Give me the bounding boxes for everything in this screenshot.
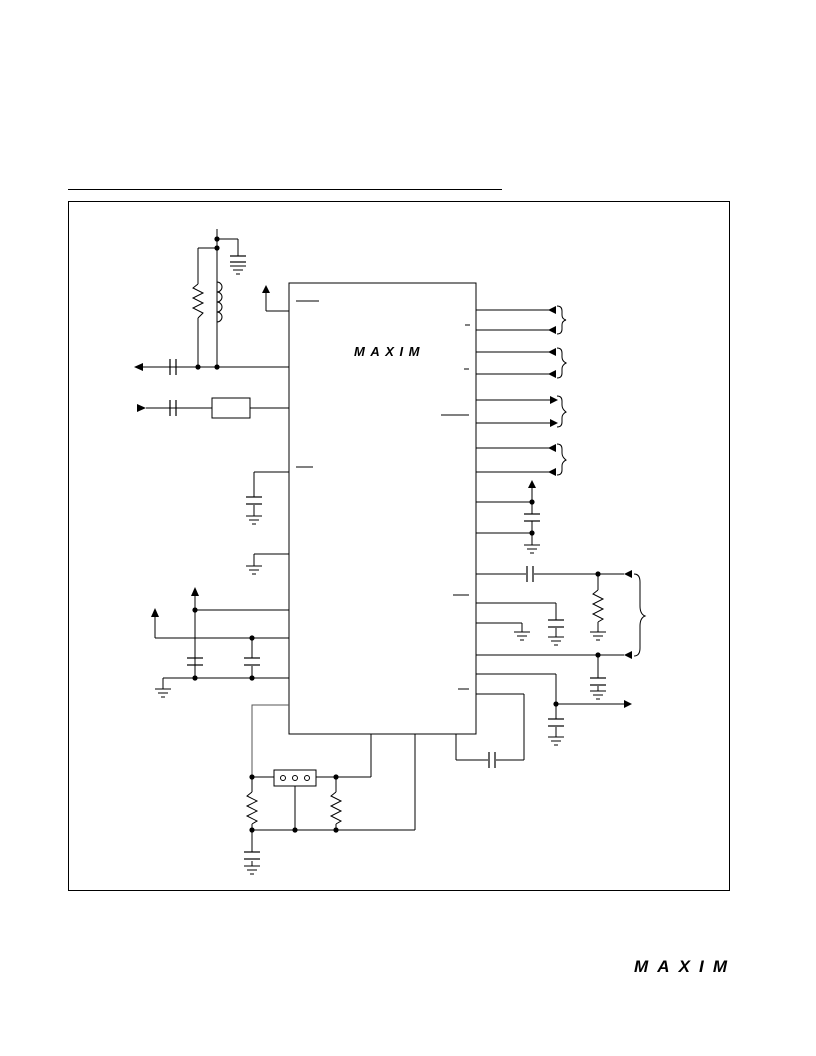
brace-icon-4 [556,443,567,476]
out-arrow-8-icon [548,468,556,476]
in-arrow-6-icon [550,419,558,427]
rf-out-capacitor-icon [169,359,177,375]
left-bottom-resistor-icon [245,791,259,825]
bias-capacitor-icon [230,255,246,263]
junction-dot [192,675,198,681]
vcc-arrow-icon [262,285,270,293]
junction-dot [249,774,255,780]
junction-dot [529,530,535,536]
brace-icon-2 [556,347,568,379]
out-arrow-1-icon [548,306,556,314]
ground-icon [548,736,564,746]
junction-dot [333,774,339,780]
footer-maxim-logo-icon: MAXIM [634,957,728,976]
brace-icon-1 [556,305,567,335]
bypass-capacitor-icon [548,619,564,628]
bias-inductor-icon [216,281,223,323]
right-supply-arrow-icon [528,480,536,488]
junction-dot [553,701,559,707]
junction-dot [595,652,601,658]
ground-icon [246,515,262,525]
jumper-bias-wire [251,704,289,777]
in-arrow-5-icon [550,396,558,404]
junction-dot [214,236,220,242]
chip-maxim-logo-icon: MAXIM [354,344,421,359]
ic-body [288,282,477,735]
output-arrow-icon [624,700,632,708]
saw-filter-block [211,397,251,419]
bias-resistor-icon [191,283,205,319]
junction-dot [529,499,535,505]
out-arrow-7-icon [548,444,556,452]
jumper-pin-3 [304,775,310,781]
brace-icon-3 [556,395,567,428]
jumper-pin-2 [292,775,298,781]
junction-dots [192,236,601,833]
section-header-rule [68,189,502,190]
input-arrow-1-icon [624,570,632,578]
rf-out-arrow-icon [134,363,143,371]
junction-dot [192,607,198,613]
supply-capacitor-2-icon [244,657,260,666]
junction-dot [595,571,601,577]
ground-icon [548,636,564,646]
ground-icon [590,631,606,641]
supply-arrow-2-icon [151,608,159,617]
arrows [134,285,632,708]
bottom-capacitor-icon [244,851,260,860]
junction-dot [292,827,298,833]
rf-in-capacitor-icon [169,400,177,416]
ground-icon [230,265,246,275]
junction-dot [214,364,220,370]
junction-dot [195,364,201,370]
ground-icon [246,565,262,575]
ref-capacitor-icon [590,677,606,686]
input-arrow-2-icon [624,651,632,659]
schematic-frame [68,201,730,891]
out-arrow-2-icon [548,326,556,334]
junction-dot [214,245,220,251]
jumper-pin-1 [280,775,286,781]
supply-capacitor-1-icon [187,657,203,666]
out-arrow-3-icon [548,348,556,356]
coupling-capacitor-icon [526,566,534,582]
brace-icon-5 [633,573,647,657]
grounds [155,265,606,875]
rf-in-arrow-icon [137,404,146,412]
right-supply-capacitor-icon [524,513,540,522]
jumper-block [273,769,317,787]
ground-icon [514,631,530,641]
feedback-capacitor-icon [488,752,496,768]
ground-icon [590,690,606,700]
junction-dot [333,827,339,833]
output-capacitor-icon [548,718,564,727]
ground-icon [244,865,260,875]
supply-arrow-1-icon [191,587,199,596]
shunt-resistor-icon [591,589,605,623]
right-bottom-resistor-icon [329,791,343,825]
out-arrow-4-icon [548,370,556,378]
ground-icon [524,544,540,554]
ground-icon [155,688,171,698]
junction-dot [249,827,255,833]
left-pin-capacitor-icon [246,496,262,505]
capacitors [169,255,606,860]
schematic-wiring [142,229,624,866]
junction-dot [249,635,255,641]
junction-dot [249,675,255,681]
